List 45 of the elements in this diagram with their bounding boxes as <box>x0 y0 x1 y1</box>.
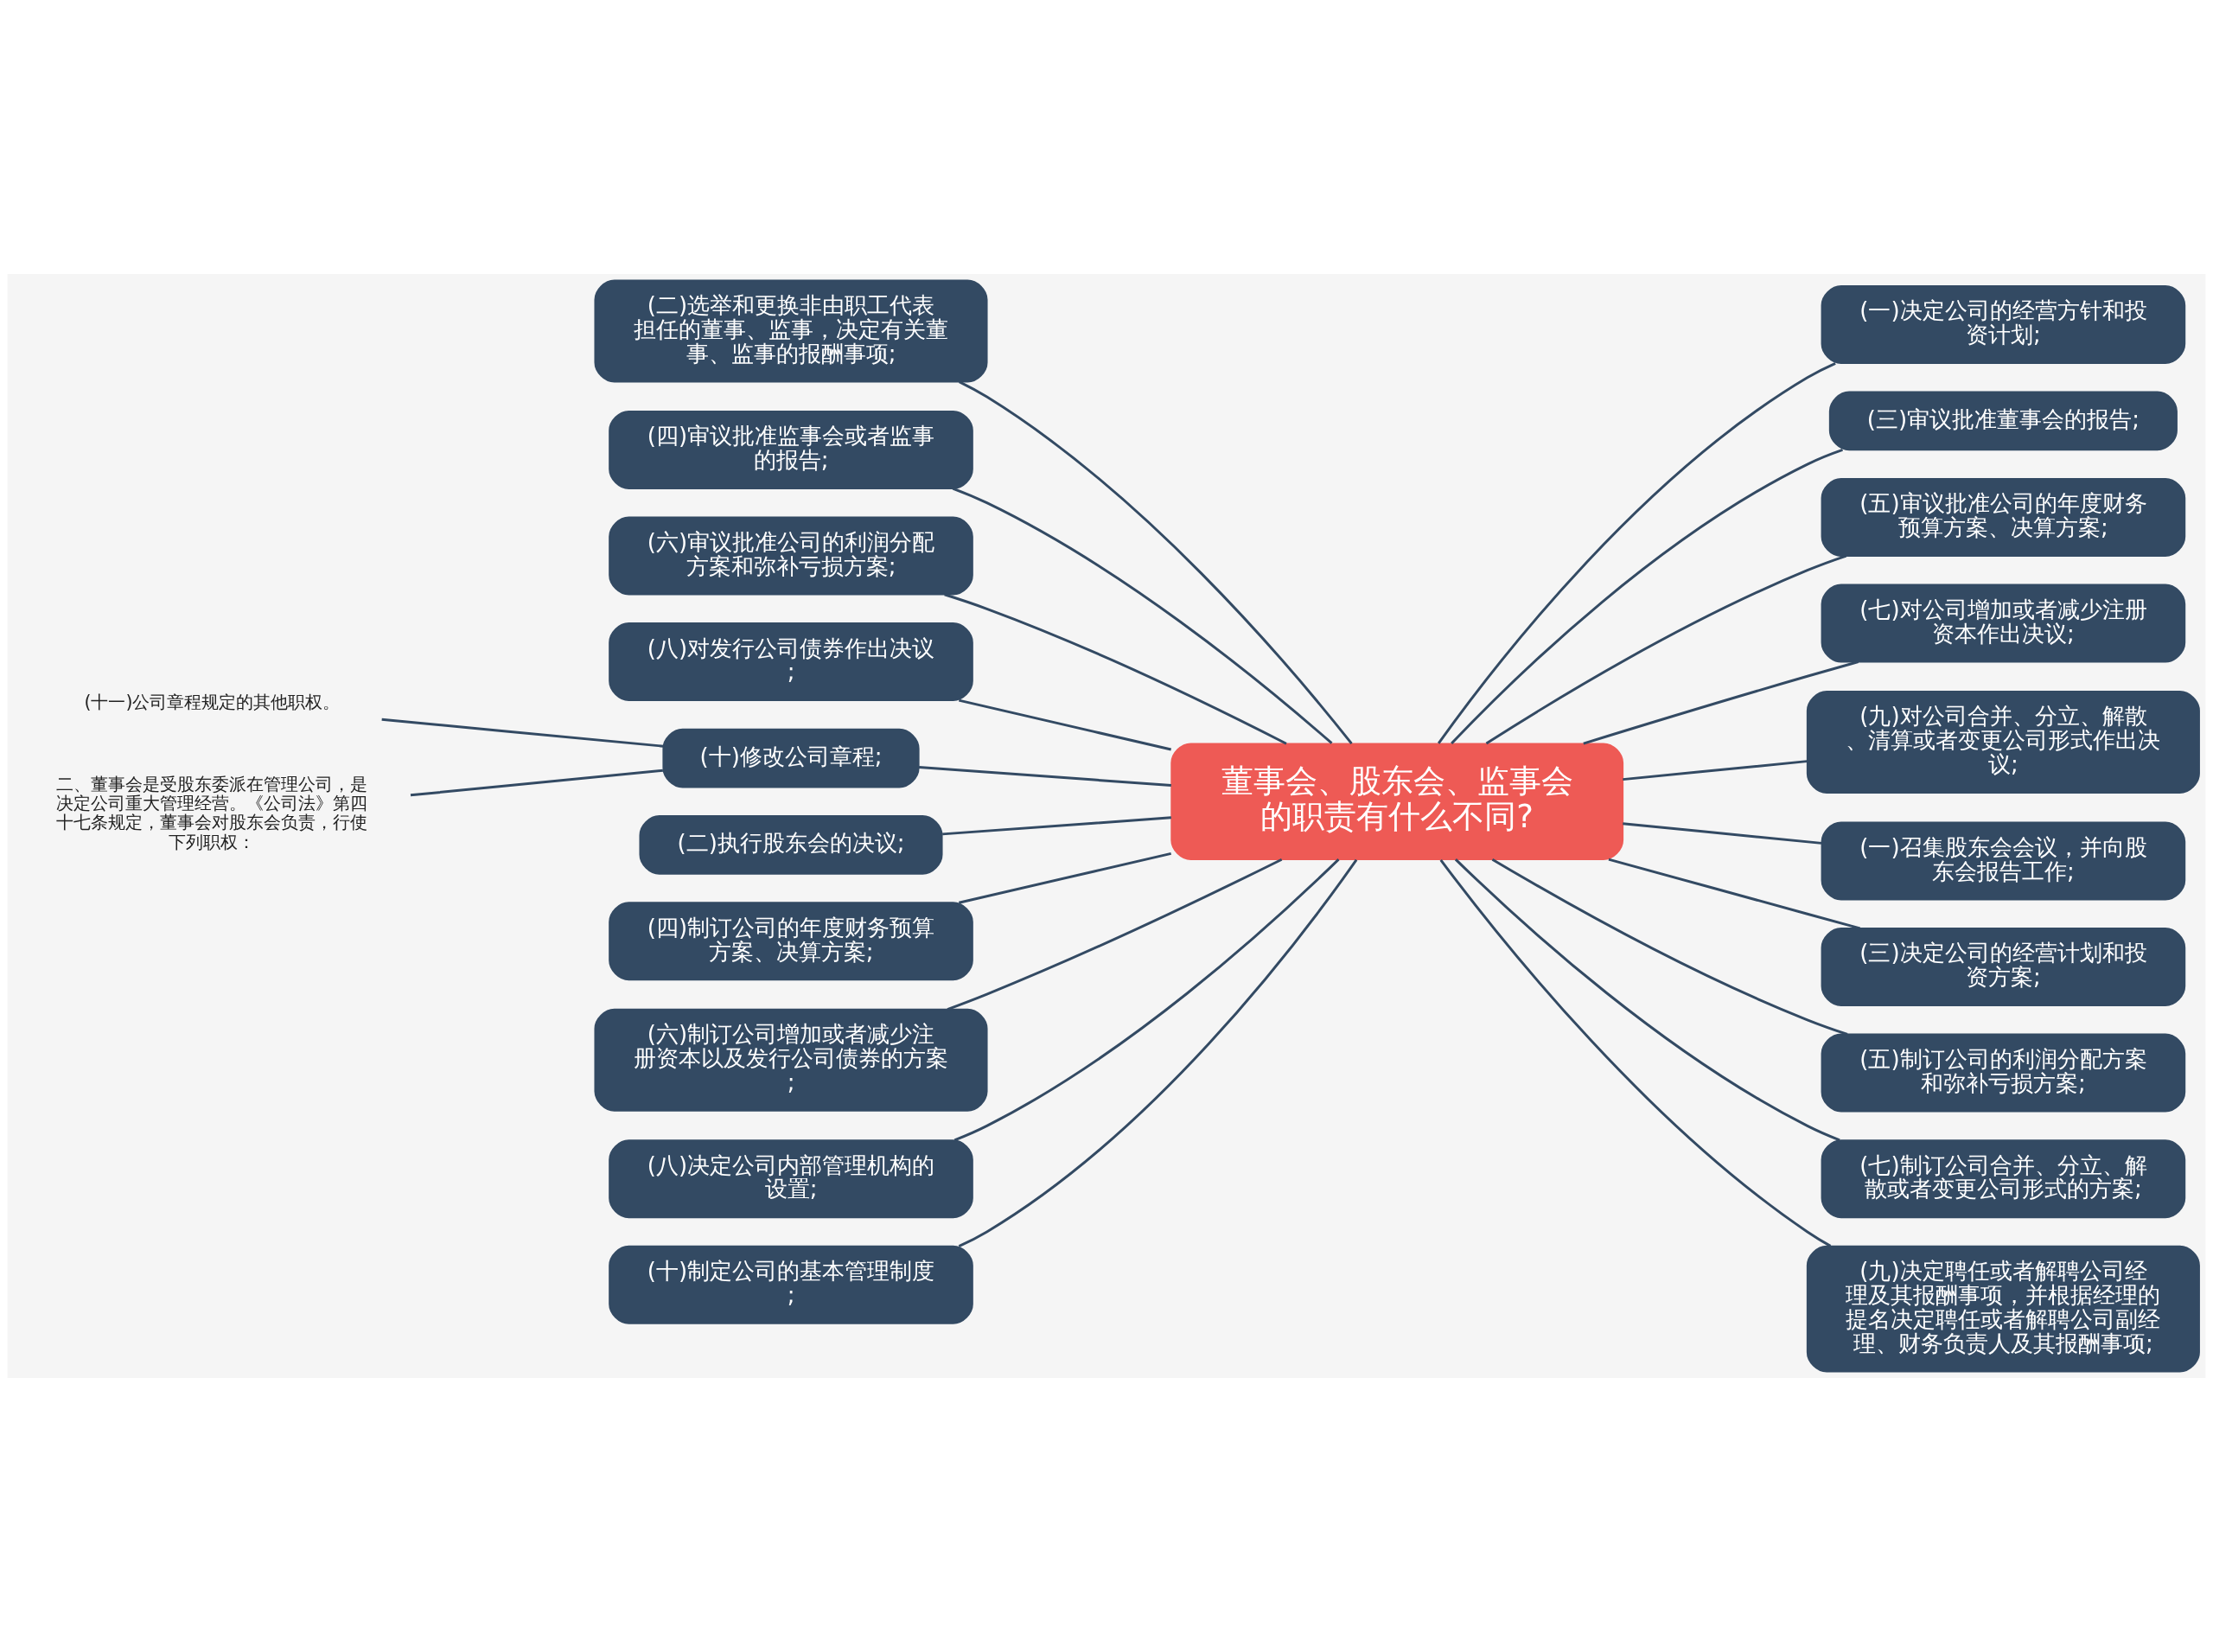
node-box: (三)决定公司的经营计划和投资方案; <box>1821 928 2186 1006</box>
node-box: (八)对发行公司债券作出决议; <box>609 622 973 702</box>
connector <box>1623 822 1822 845</box>
connector <box>1485 554 1847 745</box>
connector <box>952 487 1333 744</box>
node-box: (八)决定公司内部管理机构的设置; <box>609 1139 973 1219</box>
connector <box>1451 449 1843 745</box>
connector <box>959 380 1353 745</box>
node-box: (六)制订公司增加或者减少注册资本以及发行公司债券的方案; <box>594 1008 988 1112</box>
node-box: (三)审议批准董事会的报告; <box>1828 391 2178 451</box>
node-box: (一)决定公司的经营方针和投资计划; <box>1821 285 2186 364</box>
node-box: (九)对公司合并、分立、解散、清算或者变更公司形式作出决议; <box>1806 691 2200 794</box>
connector <box>1454 858 1840 1142</box>
node-box: (二)选举和更换非由职工代表担任的董事、监事，决定有关董事、监事的报酬事项; <box>594 279 988 383</box>
node-box: (七)制订公司合并、分立、解散或者变更公司形式的方案; <box>1821 1139 2186 1219</box>
connector <box>1583 660 1859 745</box>
connector <box>1437 361 1836 744</box>
node-box: (九)决定聘任或者解聘公司经理及其报酬事项，并根据经理的提名决定聘任或者解聘公司副经理、财务负责人及其报酬事项; <box>1806 1245 2200 1373</box>
connector <box>1623 760 1808 781</box>
node-box: (一)召集股东会会议，并向股东会报告工作; <box>1821 821 2186 901</box>
connector <box>944 593 1287 745</box>
node-box: (六)审议批准公司的利润分配方案和弥补亏损方案; <box>609 516 973 596</box>
connector <box>958 858 1358 1247</box>
node-text: 二、董事会是受股东委派在管理公司，是决定公司重大管理经营。《公司法》第四十七条规定，董事会对股东会负责，行使下列职权： <box>56 773 368 852</box>
connector <box>410 769 664 797</box>
node-box: (十)修改公司章程; <box>662 728 920 788</box>
node-text: (十一)公司章程规定的其他职权。 <box>84 692 341 713</box>
connector <box>1491 858 1848 1036</box>
connector <box>953 858 1340 1142</box>
node-box: (五)制订公司的利润分配方案和弥补亏损方案; <box>1821 1033 2186 1113</box>
node-box: (二)执行股东会的决议; <box>639 814 943 875</box>
connector <box>381 718 664 748</box>
connector <box>958 852 1171 904</box>
node-box: (四)制订公司的年度财务预算方案、决算方案; <box>609 902 973 981</box>
node-box: (七)对公司增加或者减少注册资本作出决议; <box>1821 584 2186 663</box>
connector <box>1439 858 1832 1247</box>
node-box: 董事会、股东会、监事会的职责有什么不同? <box>1170 743 1624 860</box>
connector <box>947 858 1283 1011</box>
node-box: (十)制定公司的基本管理制度; <box>609 1245 973 1324</box>
connector <box>919 766 1171 787</box>
connector <box>1608 858 1861 930</box>
connector <box>958 698 1171 751</box>
node-box: (五)审议批准公司的年度财务预算方案、决算方案; <box>1821 477 2186 557</box>
node-box: (四)审议批准监事会或者监事的报告; <box>609 410 973 489</box>
connector <box>942 816 1171 836</box>
